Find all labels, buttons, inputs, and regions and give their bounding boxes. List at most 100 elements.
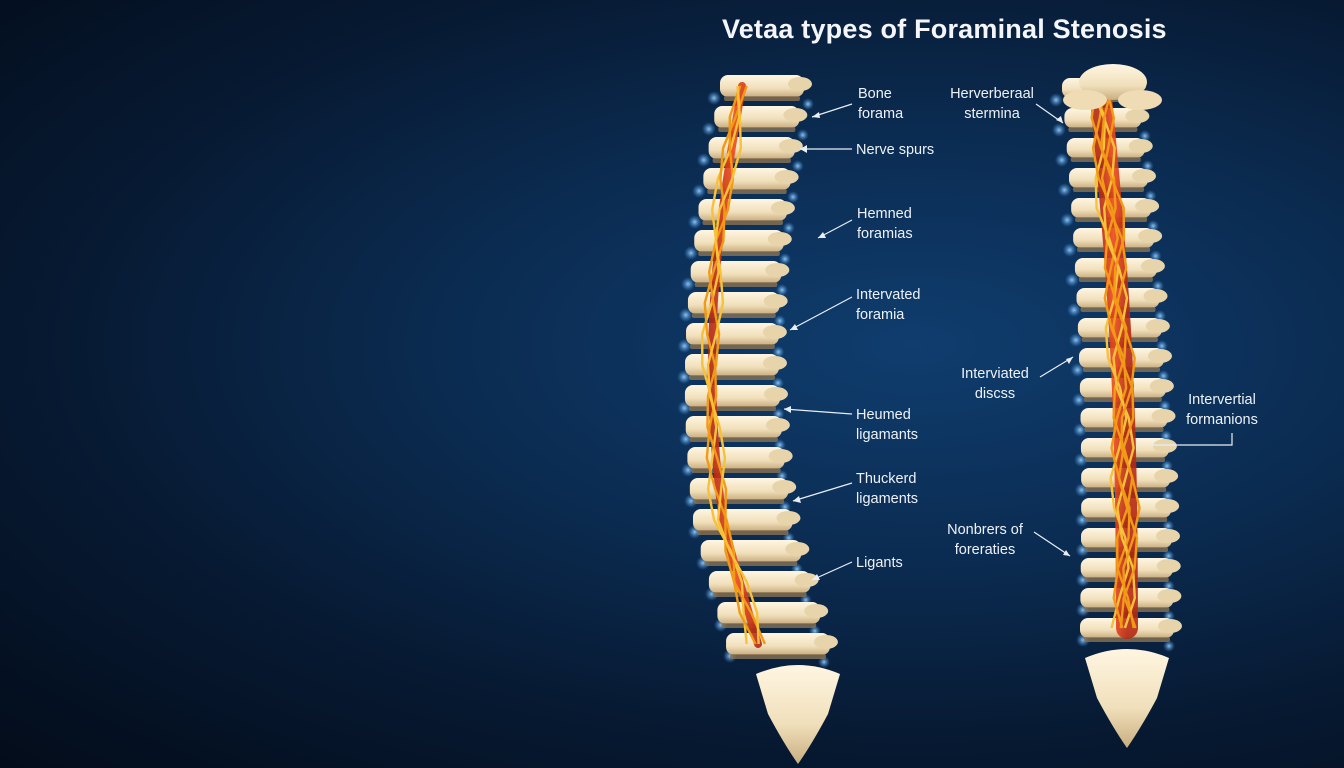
vertebra-process — [1156, 559, 1181, 573]
atlas-vertebra — [1079, 64, 1147, 100]
label-nerve-spurs: Nerve spurs — [856, 140, 934, 160]
glow-spot — [684, 246, 699, 260]
vertebra-process — [762, 356, 787, 370]
glow-spot — [1054, 153, 1069, 167]
label-nonbrers-of-foreraties: Nonbrers of foreraties — [938, 520, 1032, 560]
label-line: formanions — [1186, 412, 1258, 428]
vertebra-process — [1135, 199, 1160, 213]
vertebra-process — [1152, 439, 1177, 453]
vertebra-process — [1154, 469, 1179, 483]
glow-spot — [677, 339, 692, 353]
glow-spot — [802, 98, 814, 110]
sacrum — [1085, 649, 1169, 748]
glow-spot — [1141, 160, 1154, 172]
label-line: foramias — [857, 226, 913, 242]
vertebra-process — [794, 573, 819, 587]
glow-spot — [1073, 423, 1088, 437]
nerve-strand — [1100, 87, 1139, 629]
disc — [691, 468, 781, 473]
vertebra-process — [783, 108, 808, 122]
glow-spot — [701, 122, 716, 136]
label-line: discss — [974, 386, 1016, 402]
disc — [698, 251, 780, 256]
glow-spot — [1057, 183, 1072, 197]
vertebra-process — [1125, 109, 1150, 123]
vertebra-process — [762, 325, 787, 339]
nerve-strand — [1099, 87, 1141, 629]
disc — [730, 654, 826, 659]
glow-spot — [1070, 363, 1085, 377]
glow-spot — [796, 129, 809, 141]
vertebra-process — [774, 170, 799, 184]
vertebra-process — [1118, 90, 1162, 110]
glow-spot — [1049, 93, 1063, 107]
glow-spot — [772, 346, 785, 358]
vertebra-process — [788, 77, 812, 91]
vertebra-process — [785, 542, 810, 556]
label-line: Thuckerd — [856, 471, 917, 487]
disc — [689, 437, 778, 442]
right-spine — [1049, 64, 1182, 748]
label-line: foramia — [856, 307, 905, 323]
vertebra-process — [1128, 139, 1153, 153]
vertebra-process — [813, 635, 838, 649]
label-line: Nerve spurs — [856, 142, 935, 158]
vertebra — [726, 633, 830, 655]
vertebra-process — [1151, 409, 1176, 423]
vertebra-process — [770, 201, 795, 215]
glow-spot — [779, 253, 792, 265]
label-line: Heumed — [856, 407, 911, 423]
disc — [694, 282, 778, 287]
leader-intervertial-formanions — [1150, 433, 1233, 446]
glow-spot — [1144, 190, 1157, 202]
leader-intervated-foramia — [789, 296, 853, 331]
label-line: ligamants — [856, 427, 919, 443]
disc — [689, 375, 775, 380]
label-line: ligaments — [856, 491, 919, 507]
glow-spot — [1147, 220, 1160, 232]
label-line: Hemned — [857, 206, 912, 222]
disc — [721, 623, 817, 628]
glow-spot — [1051, 123, 1066, 137]
glow-spot — [1163, 640, 1175, 652]
vertebra-process — [767, 232, 792, 246]
diagram-title: Vetaa types of Foraminal Stenosis — [722, 14, 1167, 44]
label-herverberaal-stermina: Herverberaal stermina — [944, 84, 1040, 124]
vertebra-process — [1157, 589, 1182, 603]
vertebra-process — [1145, 319, 1170, 333]
vertebra-process — [804, 604, 829, 618]
vertebra-process — [1149, 379, 1174, 393]
vertebra-process — [1143, 289, 1168, 303]
glow-spot — [1060, 213, 1075, 227]
sacrum — [756, 665, 840, 764]
glow-spot — [1068, 333, 1083, 347]
glow-spot — [692, 184, 706, 198]
glow-spot — [787, 191, 799, 203]
vertebra-process — [765, 263, 790, 277]
vertebra-process — [1155, 499, 1180, 513]
disc — [688, 406, 776, 411]
nerve-strand — [706, 85, 760, 645]
glow-spot — [687, 215, 702, 229]
vertebra-process — [1148, 349, 1172, 363]
label-line: Nonbrers of — [947, 522, 1023, 538]
vertebra-process — [1156, 529, 1180, 543]
glow-spot — [696, 153, 711, 167]
label-heumed-ligamants: Heumed ligamants — [856, 405, 918, 445]
nerve-strand — [1092, 87, 1130, 629]
vertebra-process — [1063, 90, 1107, 110]
disc — [696, 530, 789, 535]
vertebra-process — [772, 480, 797, 494]
label-ligants: Ligants — [856, 553, 903, 573]
glow-spot — [791, 160, 804, 172]
label-bone-forama: Bone forama — [858, 84, 903, 124]
glow-spot — [1064, 273, 1079, 287]
label-line: Bone — [858, 86, 892, 102]
vertebra-process — [1140, 259, 1165, 273]
glow-spot — [1067, 303, 1082, 317]
label-line: Intervated — [856, 287, 921, 303]
glow-spot — [678, 308, 693, 322]
label-line: Herverberaal — [950, 86, 1034, 102]
glow-spot — [1062, 243, 1077, 257]
